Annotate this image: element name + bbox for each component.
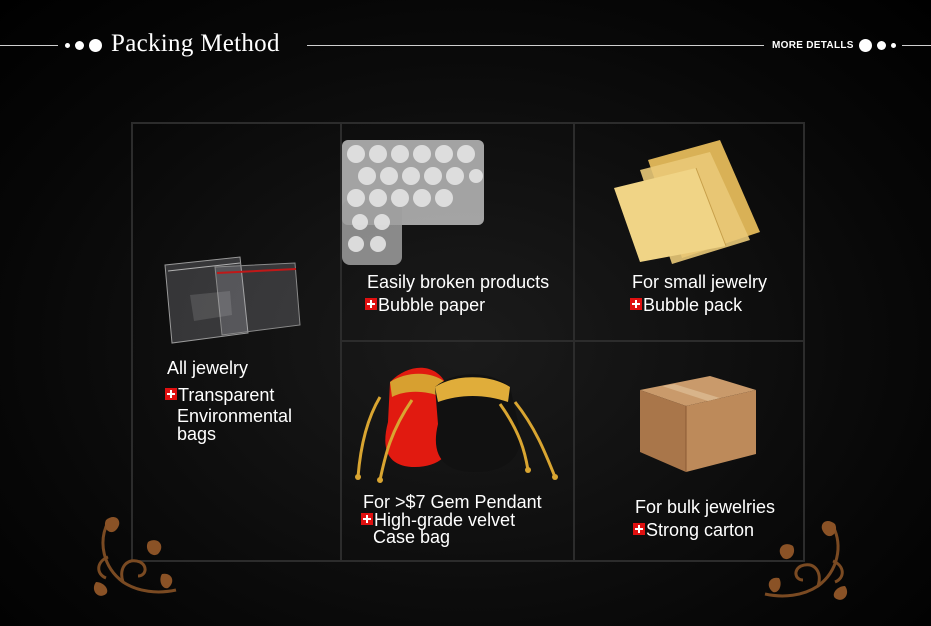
transparent-bags-image <box>164 256 301 344</box>
floral-ornament-right-icon <box>764 521 848 600</box>
bubble-mailer-image <box>614 140 760 264</box>
all-jewelry-item-line2: Environmental <box>177 406 293 426</box>
header-rule-left <box>0 45 58 46</box>
all-jewelry-title: All jewelry <box>167 358 249 378</box>
red-cross-icon <box>630 298 642 311</box>
more-details-link[interactable]: MORE DETALLS <box>772 40 854 51</box>
header-dot-medium <box>75 41 84 50</box>
carton-box-image <box>640 376 756 472</box>
gem-pendant-title: For >$7 Gem Pendant <box>363 492 542 512</box>
velvet-bags-image <box>355 367 558 483</box>
grid-right <box>803 122 805 562</box>
header-rule-center <box>307 45 764 46</box>
grid-bottom <box>131 560 805 562</box>
all-jewelry-item: Transparent <box>165 384 274 406</box>
grid-left <box>131 122 133 562</box>
small-jewelry-item: Bubble pack <box>630 294 742 316</box>
grid-col-1 <box>340 122 342 562</box>
bubble-wrap-image <box>342 140 484 265</box>
more-dot-medium <box>877 41 886 50</box>
grid-col-2 <box>573 122 575 562</box>
bulk-jewelries-item: Strong carton <box>633 519 754 541</box>
grid-row-mid <box>340 340 805 342</box>
red-cross-icon <box>361 513 373 526</box>
all-jewelry-item-line3: bags <box>177 424 217 444</box>
easily-broken-title: Easily broken products <box>367 272 550 292</box>
more-dot-large <box>859 39 872 52</box>
gem-pendant-item: High-grade velvet <box>361 509 515 531</box>
page-title: Packing Method <box>111 30 280 57</box>
gem-pendant-item-line2: Case bag <box>373 527 451 547</box>
red-cross-icon <box>365 298 377 311</box>
small-jewelry-title: For small jewelry <box>632 272 768 292</box>
easily-broken-item: Bubble paper <box>365 294 485 316</box>
red-cross-icon <box>165 388 177 401</box>
bulk-jewelries-title: For bulk jewelries <box>635 497 776 517</box>
header-rule-right <box>902 45 931 46</box>
header-dot-small <box>65 43 70 48</box>
floral-ornament-left-icon <box>93 517 177 596</box>
red-cross-icon <box>633 523 645 536</box>
header-dot-large <box>89 39 102 52</box>
grid-top <box>131 122 805 124</box>
more-dot-small <box>891 43 896 48</box>
